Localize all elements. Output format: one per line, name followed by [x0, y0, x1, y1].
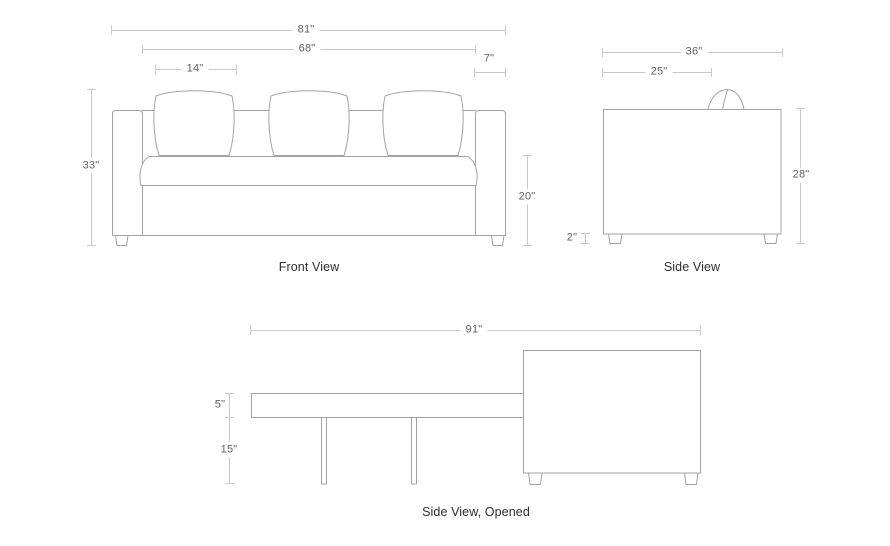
side-view-sofa	[603, 88, 782, 244]
sofa-left-arm	[112, 110, 143, 236]
opened-view-sofa	[251, 350, 701, 485]
opened-foot-left	[527, 472, 543, 485]
dim-text-pillow-width: 14"	[181, 62, 209, 76]
dim-text-overall-width: 81"	[292, 23, 320, 37]
front-view-label: Front View	[278, 259, 340, 274]
dim-text-seat-depth: 25"	[645, 65, 673, 79]
bed-deck	[251, 393, 524, 418]
dim-text-deck-thickness: 5"	[214, 398, 226, 411]
seat-cushion	[139, 156, 478, 186]
pillow-2	[268, 90, 350, 156]
front-view-sofa	[112, 90, 506, 246]
dim-line-5	[225, 393, 234, 418]
side-pillow-fold	[722, 89, 728, 110]
side-foot-left	[607, 233, 623, 244]
sofa-right-arm	[475, 110, 506, 236]
front-foot-left	[114, 235, 129, 246]
side-view-label: Side View	[663, 259, 721, 274]
pillow-3	[382, 90, 464, 156]
front-foot-right	[490, 235, 505, 246]
side-foot-right	[763, 233, 779, 244]
bed-leg-1	[321, 417, 327, 485]
opened-foot-right	[683, 472, 699, 485]
dim-text-deck-clearance: 15"	[217, 442, 241, 458]
dim-text-overall-depth: 36"	[680, 45, 708, 59]
pillow-1	[153, 90, 235, 156]
dim-text-opened-length: 91"	[460, 323, 488, 337]
side-view-opened-label: Side View, Opened	[422, 504, 530, 519]
side-body	[603, 109, 782, 235]
dim-line-2	[581, 233, 590, 244]
bed-leg-2	[411, 417, 417, 485]
dim-line-7	[474, 68, 506, 77]
dim-text-leg-height: 2"	[566, 231, 578, 244]
side-pillow-peek	[707, 88, 745, 110]
dim-text-back-height: 28"	[789, 167, 813, 183]
dim-text-overall-height: 33"	[79, 158, 103, 174]
dim-text-seat-height: 20"	[515, 189, 539, 205]
opened-body	[523, 350, 701, 474]
dim-text-frame-inner-width: 68"	[293, 42, 321, 56]
dim-text-arm-width: 7"	[483, 52, 495, 65]
